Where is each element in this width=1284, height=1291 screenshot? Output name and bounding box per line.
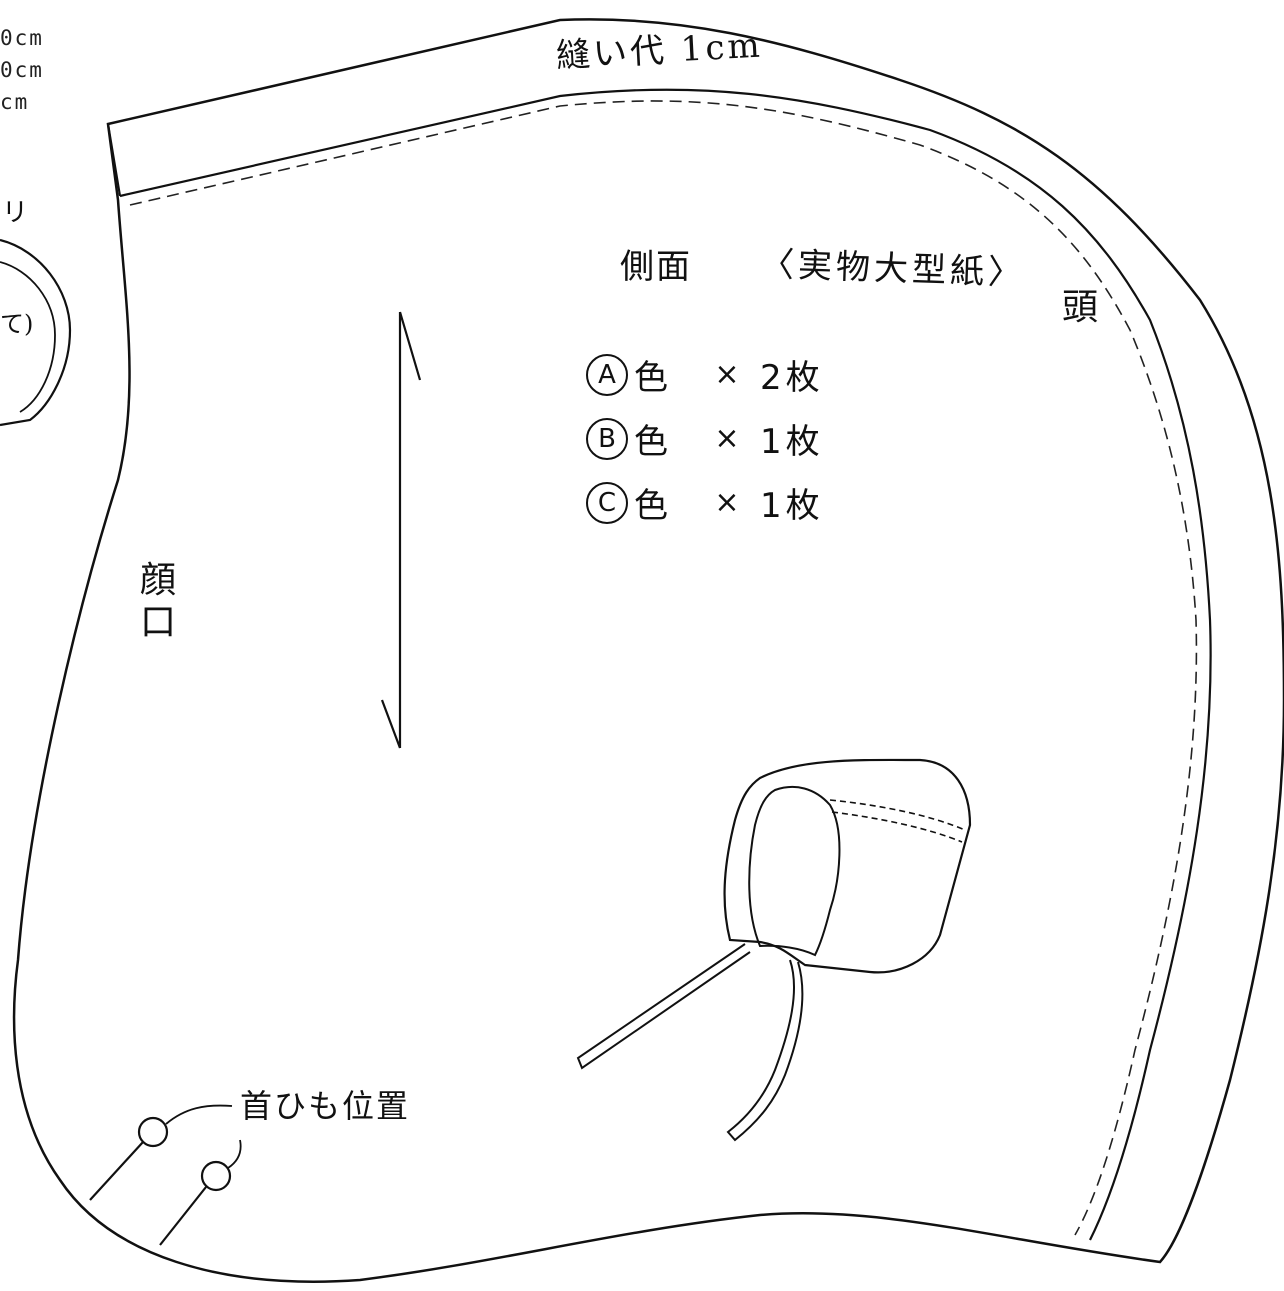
color-label-a: 色 [634, 358, 668, 398]
seam-allowance-label: 縫い代 1cm [555, 25, 764, 77]
times-b: × [714, 421, 740, 456]
bonnet-face-opening [748, 786, 841, 957]
mark-c: C [586, 481, 628, 524]
neck-tie-label: 首ひも位置 [240, 1087, 411, 1125]
face-opening-text: 顔口 [139, 560, 176, 643]
neighbor-piece-text-1: リ [2, 198, 29, 228]
count-c: 1枚 [760, 486, 824, 526]
grain-line-arrow [380, 311, 422, 749]
cutting-row-c: C 色 × 1枚 [586, 478, 824, 527]
dimension-note-3: cm [0, 90, 30, 114]
face-opening-label: 顔口 [138, 560, 182, 644]
times-a: × [714, 357, 740, 392]
dimension-note-2: 0cm [0, 58, 44, 82]
dimension-notes: 0cm 0cm cm [0, 22, 44, 118]
dimension-note-1: 0cm [0, 26, 44, 50]
neck-tie-marker-2 [200, 1160, 232, 1192]
bonnet-tie-right [726, 959, 804, 1142]
bonnet-illustration [576, 758, 972, 1142]
pattern-outer-cut-line [12, 18, 1284, 1283]
bonnet-seam-line-2 [831, 811, 963, 843]
neck-tie-line-2 [159, 1186, 207, 1246]
times-c: × [714, 485, 740, 520]
pattern-subtitle: 〈実物大型紙〉 [759, 244, 1027, 294]
neck-tie-marker-1 [137, 1116, 169, 1148]
bonnet-outer [723, 758, 972, 974]
bonnet-tie-left [576, 943, 751, 1070]
bonnet-seam-line [829, 799, 966, 831]
neck-tie-line-1 [89, 1141, 144, 1201]
cutting-row-b: B 色 × 1枚 [586, 414, 824, 463]
neck-tie-marker-group [89, 1104, 242, 1246]
pattern-title: 側面 [620, 247, 692, 287]
neighbor-piece-text-2: て) [0, 310, 34, 338]
neighbor-piece-outline [0, 238, 72, 427]
stitch-dashed-line [129, 100, 1198, 1236]
head-label: 頭 [1062, 287, 1099, 328]
neck-tie-leader-1 [165, 1104, 233, 1125]
seam-allowance-line-top [119, 88, 1212, 1241]
cutting-row-a: A 色 × 2枚 [586, 350, 824, 399]
seam-allowance-corner [106, 123, 122, 197]
neighbor-piece-inner-line [0, 261, 56, 413]
count-b: 1枚 [760, 422, 824, 462]
mark-a: A [586, 353, 628, 396]
neck-tie-leader-2 [227, 1139, 242, 1169]
color-label-c: 色 [634, 486, 668, 526]
mark-b: B [586, 417, 628, 460]
color-label-b: 色 [634, 422, 668, 462]
count-a: 2枚 [760, 358, 824, 398]
